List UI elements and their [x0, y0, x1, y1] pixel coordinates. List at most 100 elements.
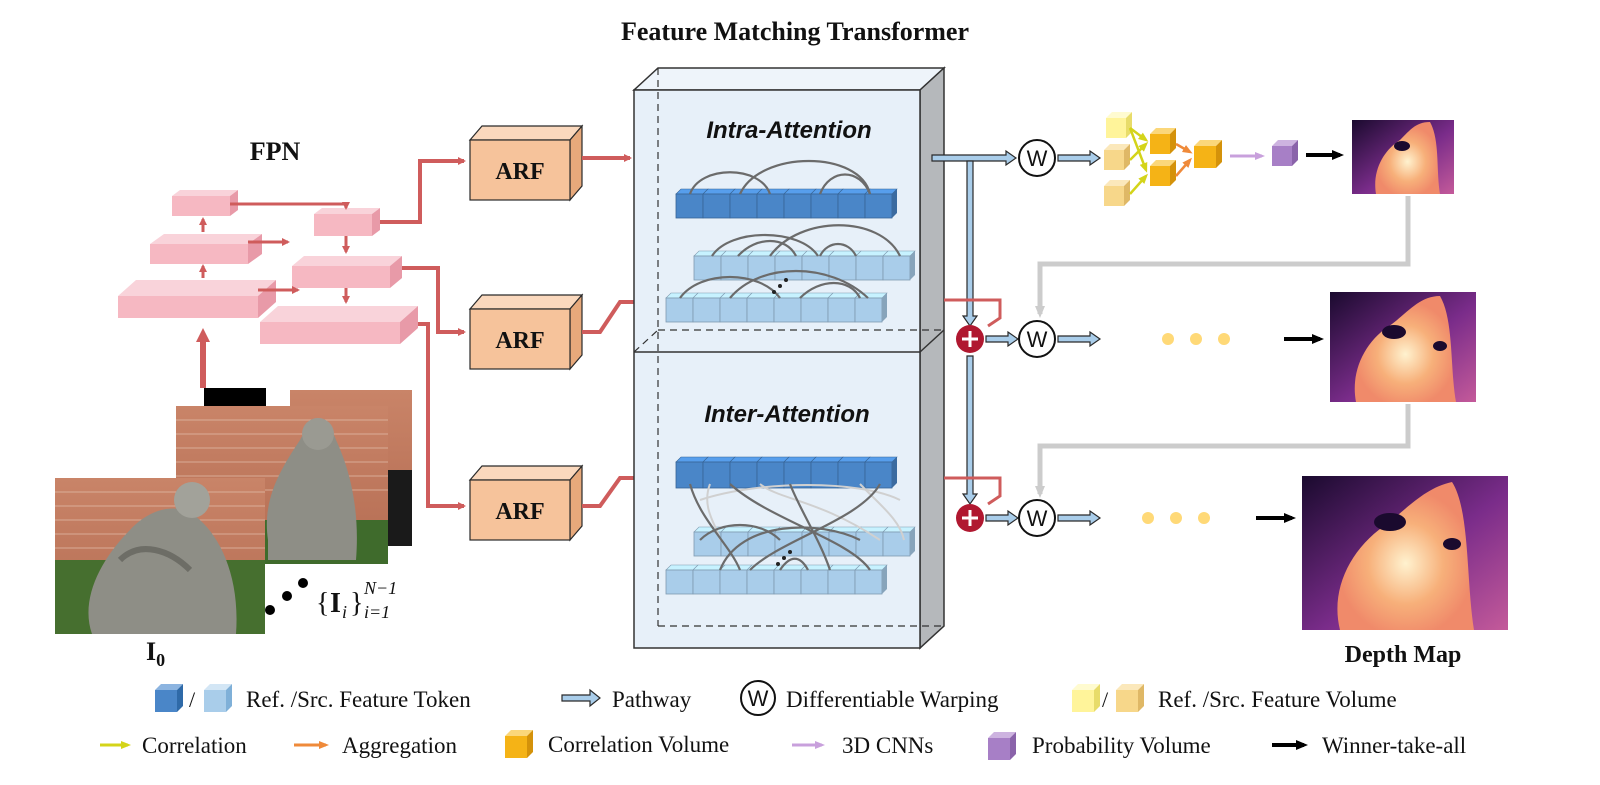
svg-text:I: I [330, 588, 341, 619]
token-cube [854, 297, 883, 323]
token-cube [882, 255, 911, 281]
token-cube [702, 193, 731, 219]
probability-volume [1272, 140, 1298, 166]
legend-pathway-icon [561, 688, 601, 708]
plus-node-2 [956, 504, 984, 532]
src-feature-volume-1 [1104, 144, 1130, 170]
intra-src-token-row-1 [693, 250, 916, 281]
svg-text:W: W [1027, 146, 1048, 171]
correlation-volume-1 [1150, 128, 1176, 154]
token-cube [692, 297, 721, 323]
token-row-side [892, 457, 897, 488]
continuation-dots-row-3 [1142, 512, 1210, 524]
token-cube [773, 297, 802, 323]
source-images [55, 388, 412, 634]
fpn-layer-right-mid [292, 256, 402, 288]
fpn-arrows [199, 202, 350, 304]
token-cube [747, 531, 776, 557]
token-cube [719, 297, 748, 323]
svg-text:i: i [342, 602, 347, 622]
legend-ref-volume-icon [1072, 684, 1100, 712]
legend-pathway-label: Pathway [612, 687, 692, 712]
fpn-layer-right-top [314, 208, 380, 236]
token-row-side [882, 293, 887, 322]
source-images-label: { I i } N−1 i=1 [316, 578, 397, 622]
token-cube [729, 461, 758, 489]
pathway-warp-2-out [1057, 330, 1102, 348]
pathway-vertical-1 [961, 160, 979, 328]
token-cube [665, 297, 694, 323]
legend-corr-volume-label: Correlation Volume [548, 732, 729, 757]
token-cube [783, 193, 812, 219]
token-cube [729, 193, 758, 219]
token-cube-top [693, 250, 727, 257]
legend-correlation-label: Correlation [142, 733, 247, 758]
token-cube-top [774, 250, 808, 257]
token-cube-top [827, 564, 861, 571]
legend-prob-volume-icon [988, 732, 1016, 760]
volume-pipeline [1104, 112, 1344, 206]
token-cube-top [756, 188, 790, 195]
token-cube [855, 255, 884, 281]
legend-aggregation-label: Aggregation [342, 733, 457, 758]
correlation-volume-agg [1194, 140, 1222, 168]
token-cube [675, 193, 704, 219]
inter-ref-token-row [675, 456, 898, 489]
token-cube [719, 569, 748, 595]
token-cube [720, 255, 749, 281]
token-cube-top [810, 188, 844, 195]
token-cube-top [720, 250, 754, 257]
pathway-plus-1-to-warp [985, 330, 1020, 348]
legend: / Ref. /Src. Feature Token Pathway W Dif… [100, 680, 1466, 760]
source-image-middle [176, 406, 388, 564]
token-cube-top [702, 188, 736, 195]
continuation-dots-row-2 [1162, 333, 1230, 345]
fpn-block: FPN [118, 137, 418, 388]
token-cube-top [702, 456, 736, 463]
correlation-volume-2 [1150, 160, 1176, 186]
fpn-layer-left-top [172, 190, 238, 216]
token-cube [810, 193, 839, 219]
svg-text:N−1: N−1 [363, 578, 397, 598]
inter-attention-label: Inter-Attention [704, 401, 869, 428]
arf-block-2: ARF [468, 293, 584, 371]
token-cube [783, 461, 812, 489]
token-row-side [892, 189, 897, 218]
inter-src-token-row-1 [693, 526, 916, 557]
intra-attention-dots [772, 278, 788, 294]
intra-ref-token-row [675, 188, 898, 219]
token-cube-top [855, 250, 889, 257]
legend-prob-volume-label: Probability Volume [1032, 733, 1211, 758]
inter-attention-curves [688, 483, 905, 571]
pathways [931, 149, 1102, 527]
token-cube [774, 255, 803, 281]
token-cube [801, 255, 830, 281]
pathway-warp-1-out [1057, 149, 1102, 167]
svg-text:W: W [1027, 327, 1048, 352]
token-cube [665, 569, 694, 595]
token-cube [837, 193, 866, 219]
legend-warping-icon: W [740, 680, 776, 716]
token-cube-top [783, 456, 817, 463]
token-rows [665, 188, 916, 595]
legend-volume-label: Ref. /Src. Feature Volume [1158, 687, 1397, 712]
legend-token-label: Ref. /Src. Feature Token [246, 687, 471, 712]
reference-image-label: I0 [146, 637, 165, 670]
legend-separator-2: / [1102, 687, 1109, 712]
pathway-vertical-2 [961, 355, 979, 506]
svg-text:i=1: i=1 [364, 602, 390, 622]
token-cube-top [729, 188, 763, 195]
svg-text:{: { [316, 588, 329, 619]
legend-corr-volume-icon [505, 730, 533, 758]
token-cube [693, 531, 722, 557]
depth-map-2 [1330, 292, 1476, 402]
legend-warping-label: Differentiable Warping [786, 687, 999, 712]
fpn-to-arf-arrows [380, 157, 466, 510]
token-cube [756, 193, 785, 219]
plus-node-1 [956, 325, 984, 353]
token-cube-top [692, 292, 726, 299]
legend-ref-token-icon [155, 684, 183, 712]
token-cube-top [665, 564, 699, 571]
token-cube-top [827, 292, 861, 299]
token-cube [800, 297, 829, 323]
